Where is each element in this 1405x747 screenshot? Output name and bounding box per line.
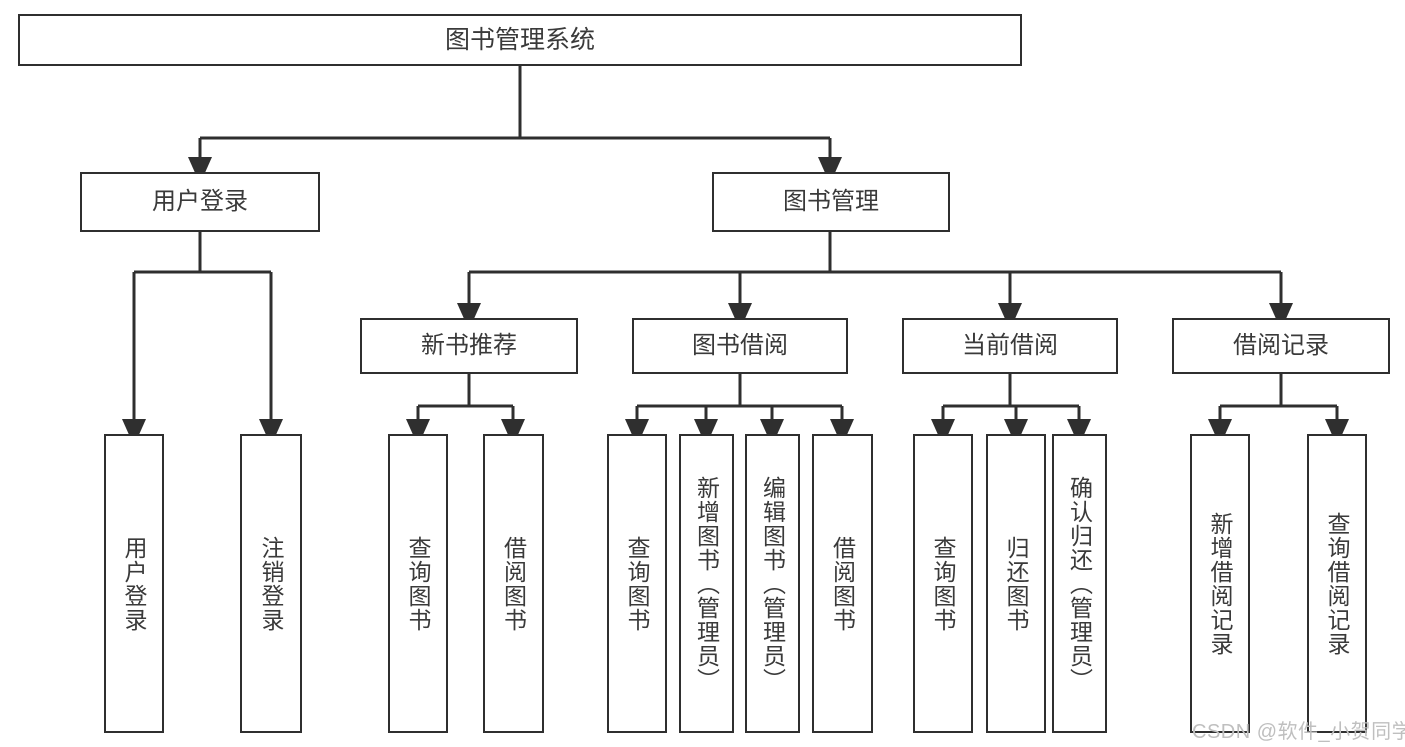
node-leaf-edit-book[interactable]: 编辑图书（管理员）	[745, 434, 800, 733]
node-book-borrow[interactable]: 图书借阅	[632, 318, 848, 374]
node-borrow-record[interactable]: 借阅记录	[1172, 318, 1390, 374]
node-leaf-logout-label: 注销登录	[258, 535, 285, 632]
node-new-book-rec-label: 新书推荐	[421, 331, 517, 359]
node-book-manage[interactable]: 图书管理	[712, 172, 950, 232]
node-user-login-label: 用户登录	[152, 187, 248, 215]
node-root-label: 图书管理系统	[444, 26, 595, 54]
node-leaf-query-book-1[interactable]: 查询图书	[388, 434, 448, 733]
node-leaf-query-book-3-label: 查询图书	[930, 535, 957, 632]
node-leaf-add-record[interactable]: 新增借阅记录	[1190, 434, 1250, 733]
node-leaf-confirm-return-label: 确认归还（管理员）	[1066, 475, 1093, 692]
node-leaf-query-record[interactable]: 查询借阅记录	[1307, 434, 1367, 733]
node-leaf-logout[interactable]: 注销登录	[240, 434, 302, 733]
watermark: CSDN @软件_小贺同学	[1192, 721, 1405, 743]
node-leaf-borrow-book-1[interactable]: 借阅图书	[483, 434, 544, 733]
node-leaf-borrow-book-1-label: 借阅图书	[500, 535, 527, 632]
node-current-borrow-label: 当前借阅	[962, 331, 1058, 359]
node-leaf-return-book[interactable]: 归还图书	[986, 434, 1046, 733]
node-current-borrow[interactable]: 当前借阅	[902, 318, 1118, 374]
node-leaf-confirm-return[interactable]: 确认归还（管理员）	[1052, 434, 1107, 733]
node-leaf-query-book-2-label: 查询图书	[624, 535, 651, 632]
node-leaf-query-book-2[interactable]: 查询图书	[607, 434, 667, 733]
node-leaf-edit-book-label: 编辑图书（管理员）	[759, 475, 786, 692]
node-root[interactable]: 图书管理系统	[18, 14, 1022, 66]
node-leaf-query-record-label: 查询借阅记录	[1324, 511, 1351, 656]
node-leaf-query-book-3[interactable]: 查询图书	[913, 434, 973, 733]
node-leaf-borrow-book-2[interactable]: 借阅图书	[812, 434, 873, 733]
node-leaf-user-login-label: 用户登录	[121, 535, 148, 632]
node-leaf-add-record-label: 新增借阅记录	[1207, 511, 1234, 656]
node-new-book-rec[interactable]: 新书推荐	[360, 318, 578, 374]
node-leaf-user-login[interactable]: 用户登录	[104, 434, 164, 733]
node-book-manage-label: 图书管理	[783, 187, 879, 215]
node-leaf-add-book[interactable]: 新增图书（管理员）	[679, 434, 734, 733]
node-leaf-query-book-1-label: 查询图书	[405, 535, 432, 632]
node-leaf-borrow-book-2-label: 借阅图书	[829, 535, 856, 632]
node-borrow-record-label: 借阅记录	[1233, 331, 1329, 359]
node-book-borrow-label: 图书借阅	[692, 331, 788, 359]
node-leaf-return-book-label: 归还图书	[1003, 535, 1030, 632]
node-leaf-add-book-label: 新增图书（管理员）	[693, 475, 720, 692]
node-user-login[interactable]: 用户登录	[80, 172, 320, 232]
